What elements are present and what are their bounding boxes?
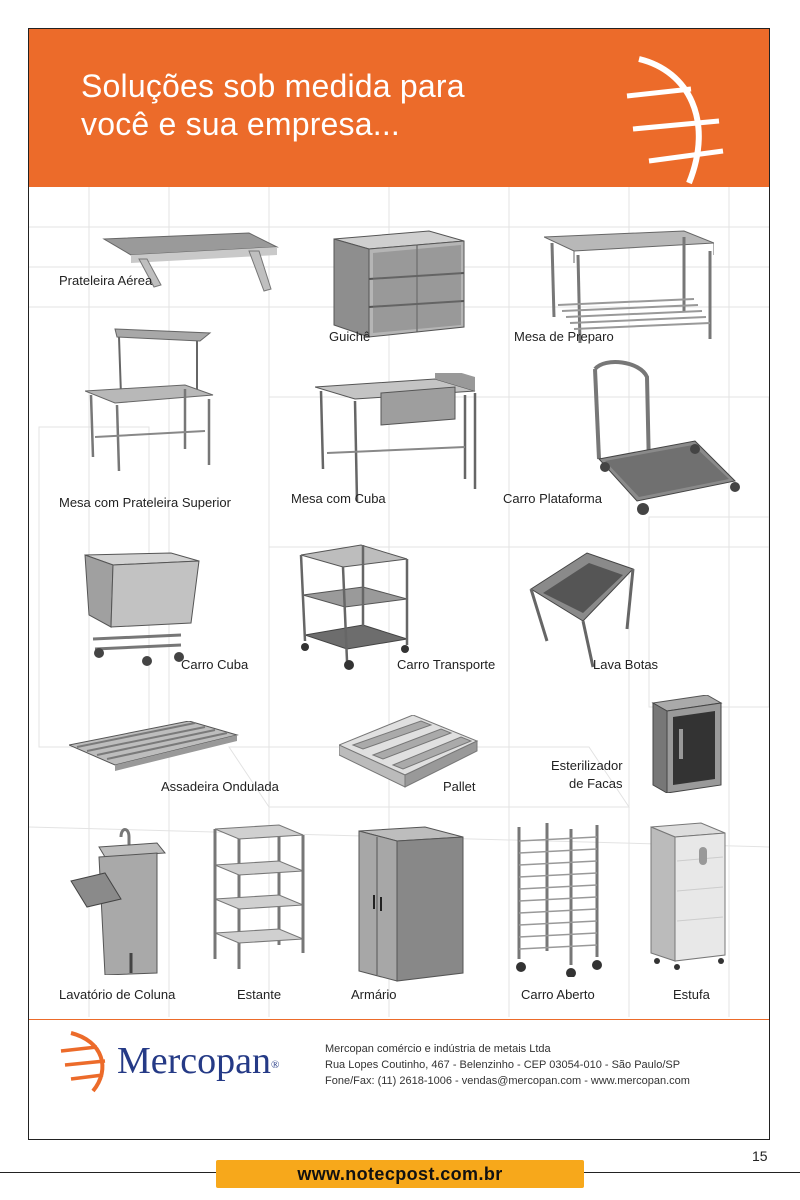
guiche-image bbox=[333, 230, 465, 338]
prateleira-aerea-image bbox=[102, 232, 279, 292]
company-info: Mercopan comércio e indústria de metais … bbox=[325, 1041, 690, 1089]
assadeira-ondulada-image bbox=[69, 721, 239, 771]
product-label: Mesa de Preparo bbox=[514, 329, 614, 344]
lavatorio-de-coluna-image bbox=[70, 828, 166, 975]
site-url-link[interactable]: www.notecpost.com.br bbox=[216, 1160, 584, 1188]
product-label: Assadeira Ondulada bbox=[161, 779, 279, 794]
carro-cuba-image bbox=[84, 552, 200, 666]
mesa-com-cuba-image bbox=[315, 373, 477, 502]
pallet-image bbox=[339, 715, 479, 788]
product-label: Estufa bbox=[673, 987, 710, 1002]
product-label: Pallet bbox=[443, 779, 476, 794]
carro-aberto-image bbox=[516, 823, 602, 977]
carro-plataforma-image bbox=[593, 360, 740, 515]
mercopan-logo: Mercopan® bbox=[117, 1039, 279, 1083]
armario-image bbox=[358, 826, 464, 982]
product-label: Mesa com Prateleira Superior bbox=[59, 495, 231, 510]
estufa-image bbox=[650, 822, 726, 970]
mercopan-logo-icon bbox=[60, 1031, 106, 1093]
mesa-de-preparo-image bbox=[544, 230, 714, 344]
lava-botas-image bbox=[529, 552, 635, 668]
product-label: Carro Aberto bbox=[521, 987, 595, 1002]
product-label: Estante bbox=[237, 987, 282, 1002]
footer-divider bbox=[29, 1019, 769, 1020]
product-label: Lava Botas bbox=[593, 657, 659, 672]
headline-line-2: você e sua empresa... bbox=[81, 106, 401, 142]
registered-mark: ® bbox=[271, 1059, 280, 1071]
product-label: Lavatório de Coluna bbox=[59, 987, 176, 1002]
headline-line-1: Soluções sob medida para bbox=[81, 68, 465, 104]
product-label: Armário bbox=[351, 987, 397, 1002]
company-address: Rua Lopes Coutinho, 467 - Belenzinho - C… bbox=[325, 1059, 681, 1071]
company-name: Mercopan comércio e indústria de metais … bbox=[325, 1043, 551, 1055]
catalog-page: Soluções sob medida para você e sua empr… bbox=[28, 28, 770, 1140]
product-label-multiline: Esterilizador de Facas bbox=[551, 757, 623, 793]
headline-banner: Soluções sob medida para você e sua empr… bbox=[29, 29, 769, 187]
product-label-line-1: Esterilizador bbox=[551, 758, 623, 773]
logo-text: Mercopan bbox=[117, 1040, 272, 1082]
brand-swirl-icon bbox=[626, 56, 724, 185]
company-contact: Fone/Fax: (11) 2618-1006 - vendas@mercop… bbox=[325, 1075, 690, 1087]
product-label: Guichê bbox=[329, 329, 371, 344]
product-label-line-2: de Facas bbox=[569, 776, 623, 791]
mesa-com-prateleira-superior-image bbox=[85, 328, 214, 472]
product-label: Carro Plataforma bbox=[503, 491, 602, 506]
product-label: Prateleira Aérea bbox=[59, 273, 153, 288]
product-label: Mesa com Cuba bbox=[291, 491, 386, 506]
esterilizador-de-facas-image bbox=[651, 695, 723, 793]
carro-transporte-image bbox=[299, 544, 409, 670]
estante-image bbox=[213, 824, 305, 969]
product-label: Carro Cuba bbox=[181, 657, 249, 672]
page-number: 15 bbox=[752, 1148, 768, 1164]
product-label: Carro Transporte bbox=[397, 657, 496, 672]
headline: Soluções sob medida para você e sua empr… bbox=[81, 67, 465, 143]
